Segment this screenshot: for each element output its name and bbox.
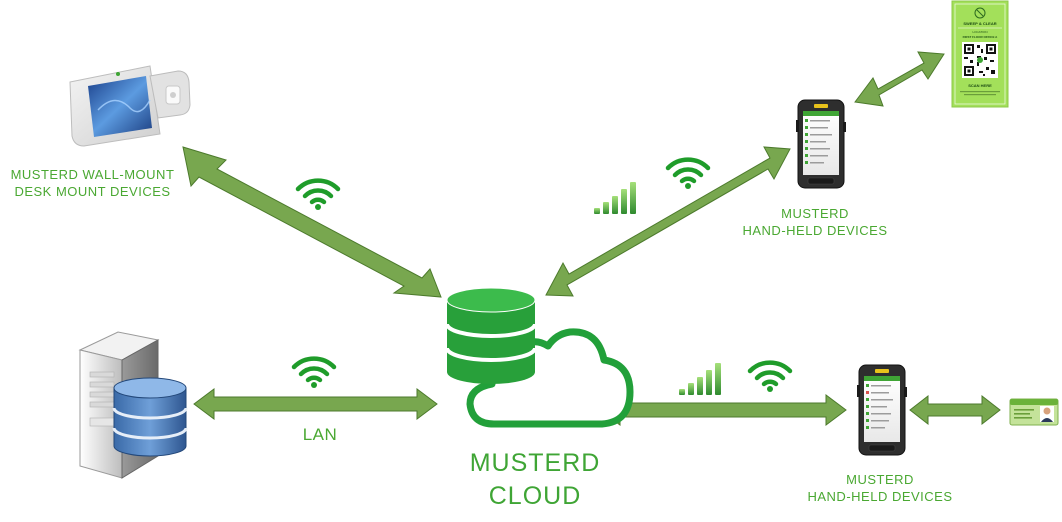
qr-code-poster-icon: SWEEP & CLEAR LOCATION FIRST FLOOR OFFIC… — [951, 0, 1009, 108]
handheld-phone-icon — [857, 364, 907, 456]
database-icon — [112, 377, 188, 457]
cellular-signal-icon — [594, 182, 636, 214]
poster-location-label: LOCATION — [972, 30, 987, 34]
handheld-top-label-line1: MUSTERD — [781, 206, 849, 221]
cloud-title-line1: MUSTERD — [469, 449, 601, 477]
lan-label-text: LAN — [302, 425, 338, 444]
database-icon — [445, 287, 537, 384]
arrow-wallmount-cloud — [182, 146, 442, 298]
arrow-server-cloud — [193, 388, 438, 420]
handheld-bottom-label-line1: MUSTERD — [846, 472, 914, 487]
poster-cta: SCAN HERE — [968, 83, 992, 88]
wall-mount-tablet-icon — [69, 65, 191, 147]
wifi-icon — [291, 356, 337, 388]
wifi-icon — [747, 360, 793, 392]
cloud-icon — [466, 328, 634, 428]
handheld-phone-icon — [796, 99, 846, 189]
handheld-bottom-label: MUSTERD HAND-HELD DEVICES — [795, 471, 965, 505]
wallmount-devices-label: MUSTERD WALL-MOUNT DESK MOUNT DEVICES — [0, 166, 185, 200]
wallmount-label-line2: DESK MOUNT DEVICES — [14, 184, 171, 199]
arrow-handheld-idcard — [909, 394, 1001, 426]
arrow-cloud-handheld-top — [545, 146, 791, 297]
arrow-handheld-poster — [854, 51, 945, 107]
poster-location: FIRST FLOOR OFFICE A — [963, 35, 999, 39]
handheld-top-label-line2: HAND-HELD DEVICES — [742, 223, 888, 238]
wifi-icon — [295, 178, 341, 210]
handheld-bottom-label-line2: HAND-HELD DEVICES — [807, 489, 953, 504]
arrow-cloud-handheld-bottom — [599, 394, 847, 426]
poster-title: SWEEP & CLEAR — [963, 21, 996, 26]
wallmount-label-line1: MUSTERD WALL-MOUNT — [10, 167, 175, 182]
id-card-icon — [1009, 398, 1059, 426]
musterd-cloud-title: MUSTERD CLOUD — [440, 447, 630, 513]
wifi-icon — [665, 157, 711, 189]
cloud-title-line2: CLOUD — [488, 482, 582, 510]
handheld-top-label: MUSTERD HAND-HELD DEVICES — [730, 205, 900, 239]
lan-label: LAN — [290, 426, 350, 443]
qr-code — [964, 44, 996, 76]
cellular-signal-icon — [679, 363, 721, 395]
